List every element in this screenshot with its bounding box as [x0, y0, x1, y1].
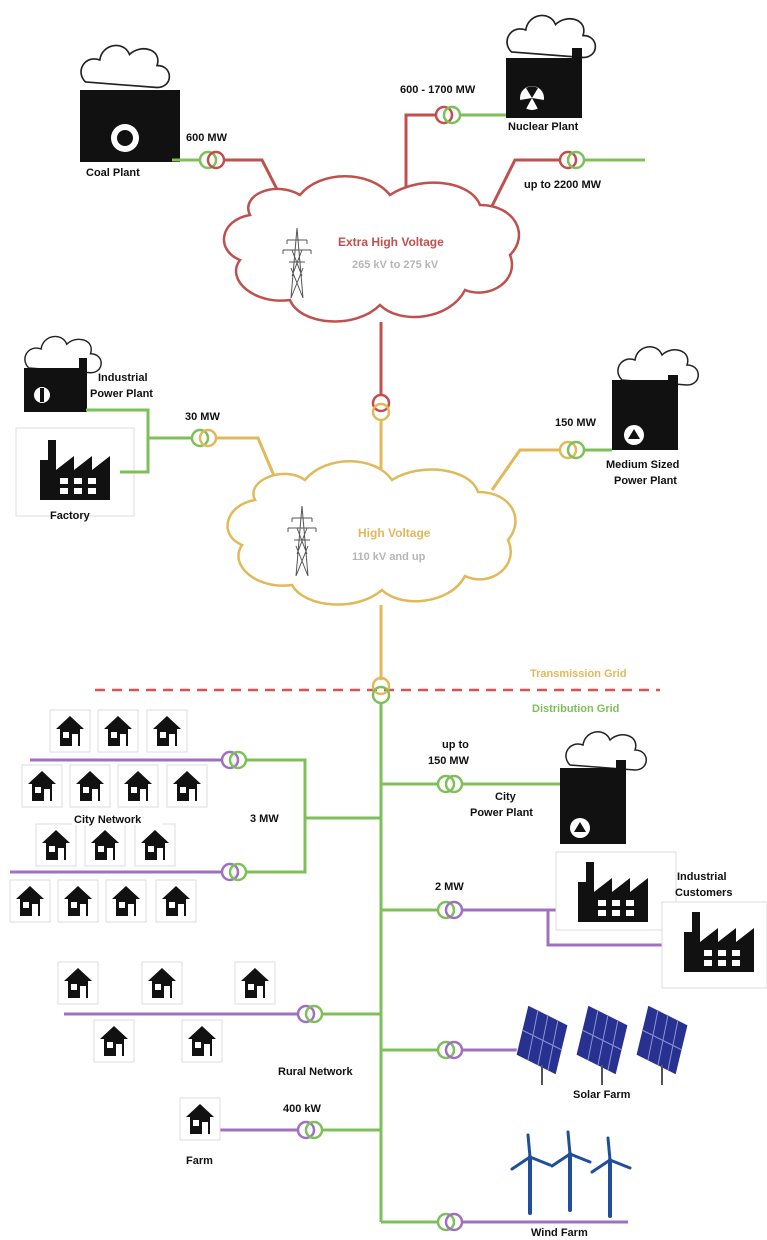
import-power: up to 2200 MW: [524, 179, 602, 191]
solar-panel-icon: [515, 1004, 569, 1086]
industrial-customers-power: 2 MW: [435, 881, 464, 893]
medium-plant-label-1: Medium Sized: [606, 459, 679, 471]
wind-turbine-icon: [510, 1133, 552, 1215]
transformer-icon: [198, 150, 226, 170]
industrial-power-plant-label-2: Power Plant: [90, 388, 153, 400]
coal-plant-icon: [80, 44, 180, 162]
city-plant-power-1: up to: [442, 739, 469, 751]
farm-label: Farm: [186, 1155, 213, 1167]
city-plant-label-1: City: [495, 791, 517, 803]
house-icon: [234, 961, 276, 1005]
industrial-power-plant-icon: [24, 335, 102, 412]
house-icon: [84, 823, 126, 867]
house-icon: [141, 961, 183, 1005]
medium-plant-power: 150 MW: [555, 417, 597, 429]
house-icon: [155, 879, 197, 923]
factory-label: Factory: [50, 510, 91, 522]
transformer-icon: [371, 676, 391, 705]
solar-farm-label: Solar Farm: [573, 1089, 631, 1101]
transformer-icon: [220, 750, 248, 770]
transformer-icon: [436, 1212, 464, 1232]
city-plant-label-2: Power Plant: [470, 807, 533, 819]
medium-power-plant-icon: [612, 346, 699, 450]
house-icon: [49, 709, 91, 753]
house-icon: [166, 764, 208, 808]
house-icon: [146, 709, 188, 753]
solar-panel-icon: [635, 1004, 689, 1086]
city-power-plant-icon: [560, 731, 647, 844]
industrial-power-plant-label-1: Industrial: [98, 372, 148, 384]
transformer-icon: [558, 150, 586, 170]
house-icon: [179, 1097, 221, 1141]
ehv-subtitle: 265 kV to 275 kV: [352, 259, 439, 271]
coal-plant-label: Coal Plant: [86, 167, 140, 179]
house-icon: [117, 764, 159, 808]
house-icon: [97, 709, 139, 753]
house-icon: [9, 879, 51, 923]
house-icon: [105, 879, 147, 923]
nuclear-plant-icon: [506, 14, 597, 118]
medium-plant-label-2: Power Plant: [614, 475, 677, 487]
nuclear-plant-label: Nuclear Plant: [508, 121, 579, 133]
transformer-icon: [436, 774, 464, 794]
rural-network-label: Rural Network: [278, 1066, 353, 1078]
house-icon: [93, 1019, 135, 1063]
house-icon: [69, 764, 111, 808]
high-voltage-cloud: [226, 460, 517, 606]
nuclear-plant-power: 600 - 1700 MW: [400, 84, 476, 96]
house-icon: [57, 879, 99, 923]
rural-network-houses: [57, 961, 276, 1063]
industrial-customers-label-1: Industrial: [677, 871, 727, 883]
house-icon: [57, 961, 99, 1005]
hv-subtitle: 110 kV and up: [352, 551, 426, 563]
transformer-icon: [296, 1004, 324, 1024]
wind-turbine-icon: [590, 1136, 632, 1218]
transformer-icon: [371, 393, 391, 422]
solar-panel-icon: [575, 1004, 629, 1086]
house-icon: [35, 823, 77, 867]
coal-plant-power: 600 MW: [186, 132, 228, 144]
house-icon: [21, 764, 63, 808]
hv-title: High Voltage: [358, 526, 431, 540]
city-network-label: City Network: [74, 814, 142, 826]
industrial-customers-label-2: Customers: [675, 887, 732, 899]
house-icon: [181, 1019, 223, 1063]
wind-farm-label: Wind Farm: [531, 1227, 588, 1239]
city-plant-power-2: 150 MW: [428, 755, 470, 767]
transformer-icon: [296, 1120, 324, 1140]
transformer-icon: [190, 428, 218, 448]
city-network-power: 3 MW: [250, 813, 279, 825]
transformer-icon: [434, 105, 462, 125]
industrial-power: 30 MW: [185, 411, 220, 423]
transformer-icon: [436, 1040, 464, 1060]
wind-turbine-icon: [550, 1130, 592, 1212]
transformer-icon: [436, 900, 464, 920]
transformer-icon: [558, 440, 586, 460]
farm-power: 400 kW: [283, 1103, 322, 1115]
ehv-title: Extra High Voltage: [338, 235, 444, 249]
transmission-grid-label: Transmission Grid: [530, 668, 627, 680]
house-icon: [134, 823, 176, 867]
transformer-icon: [220, 862, 248, 882]
distribution-grid-label: Distribution Grid: [532, 703, 619, 715]
